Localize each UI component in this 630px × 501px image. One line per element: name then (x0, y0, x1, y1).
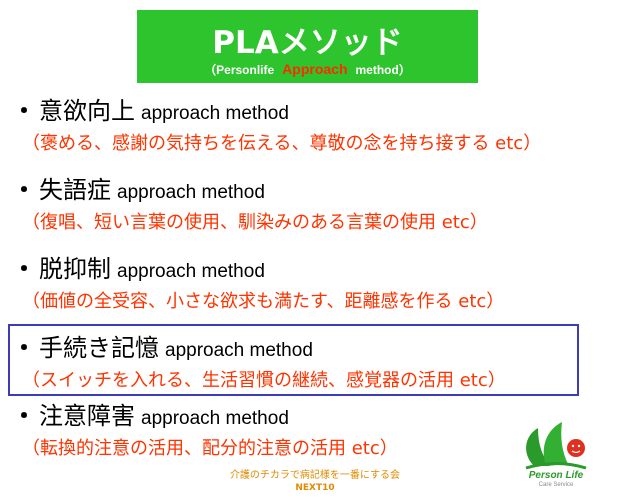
highlight-box (8, 324, 579, 396)
bullet-icon: ・ (12, 255, 36, 283)
item-description: （スイッチを入れる、生活習慣の継続、感覚器の活用 etc） (22, 370, 506, 391)
logo-name: Person Life (528, 470, 584, 481)
item-description: （転換的注意の活用、配分的注意の活用 etc） (22, 438, 398, 459)
subtitle-close: method） (355, 63, 411, 77)
item-heading-row: ・失語症 approach method (12, 175, 488, 208)
list-item-aphasia: ・失語症 approach method （復唱、短い言葉の使用、馴染みのある言葉… (12, 175, 488, 236)
subtitle-open: （Personlife (204, 63, 275, 77)
company-logo: Person Life Care Service (516, 418, 596, 496)
title-banner: PLAメソッド （Personlife Approach method） (137, 10, 478, 83)
subtitle-accent: Approach (282, 61, 348, 77)
item-method: approach method (117, 182, 265, 203)
page-title: PLAメソッド (212, 25, 403, 61)
footer: 介護のチカラで病記様を一番にする会 NEXT10 (0, 470, 630, 494)
list-item-motivation: ・意欲向上 approach method （褒める、感謝の気持ちを伝える、尊敬の… (12, 96, 541, 157)
logo-tagline: Care Service (538, 482, 574, 488)
footer-org: 介護のチカラで病記様を一番にする会 (229, 470, 401, 481)
item-heading: 意欲向上 (39, 97, 135, 125)
item-method: approach method (141, 408, 289, 429)
item-method: approach method (165, 340, 313, 361)
item-heading: 脱抑制 (39, 255, 111, 283)
bullet-icon: ・ (12, 334, 36, 362)
item-description: （復唱、短い言葉の使用、馴染みのある言葉の使用 etc） (22, 212, 488, 233)
footer-next: NEXT10 (295, 483, 335, 493)
item-heading-row: ・注意障害 approach method (12, 401, 398, 434)
list-item-attention-disorder: ・注意障害 approach method （転換的注意の活用、配分的注意の活用 … (12, 401, 398, 462)
list-item-procedural-memory: ・手続き記憶 approach method （スイッチを入れる、生活習慣の継続、… (12, 333, 506, 394)
page-subtitle: （Personlife Approach method） (137, 61, 478, 78)
item-heading: 手続き記憶 (39, 334, 159, 362)
item-description: （褒める、感謝の気持ちを伝える、尊敬の念を持ち接する etc） (22, 133, 542, 154)
bullet-icon: ・ (12, 97, 36, 125)
item-method: approach method (117, 261, 265, 282)
item-heading-row: ・手続き記憶 approach method (12, 333, 506, 366)
bullet-icon: ・ (12, 176, 36, 204)
item-heading: 失語症 (39, 176, 111, 204)
item-description: （価値の全受容、小さな欲求も満たす、距離感を作る etc） (22, 291, 505, 312)
leaf-icon (525, 422, 587, 470)
item-heading-row: ・意欲向上 approach method (12, 96, 541, 129)
item-heading-row: ・脱抑制 approach method (12, 254, 504, 287)
list-item-disinhibition: ・脱抑制 approach method （価値の全受容、小さな欲求も満たす、距離… (12, 254, 504, 315)
bullet-icon: ・ (12, 402, 36, 430)
item-method: approach method (141, 103, 289, 124)
item-heading: 注意障害 (39, 402, 135, 430)
